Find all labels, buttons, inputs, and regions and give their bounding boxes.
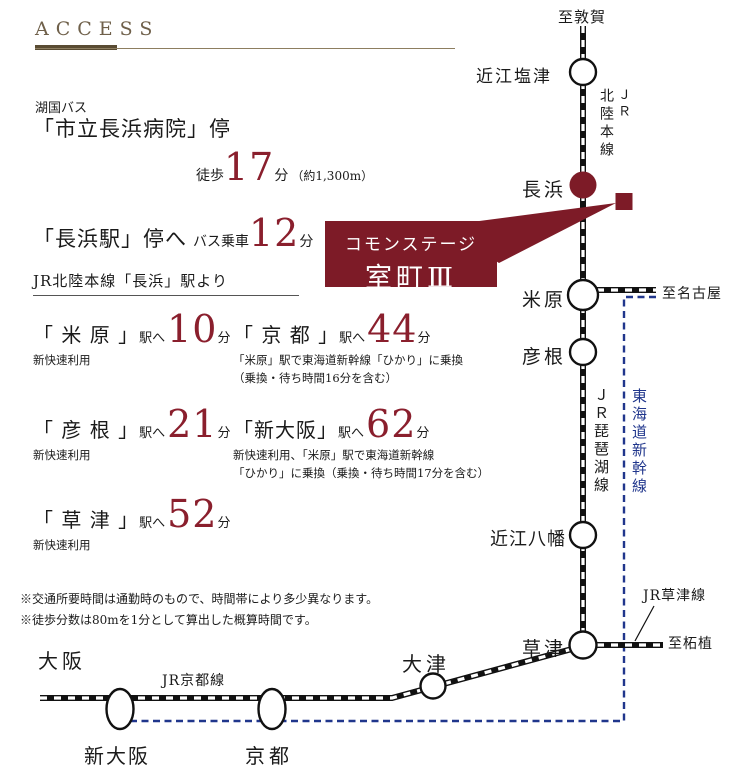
rail-from-heading: JR北陸本線「長浜」駅より xyxy=(33,272,229,290)
destination-maibara: 「 米 原 」 駅へ 10 分 新快速利用 xyxy=(33,310,230,370)
destination-station-name: 「新大阪」 xyxy=(233,418,338,442)
station-label-kyoto: 京都 xyxy=(245,744,293,768)
destination-kyoto: 「 京 都 」 駅へ 44 分 「米原」駅で東海道新幹線「ひかり」に乗換 （乗換… xyxy=(233,310,463,388)
direction-tsuge: 至柘植 xyxy=(668,636,713,652)
bus-ride-row: 「長浜駅」停へ バス乗車 12 分 xyxy=(33,214,313,253)
line-label-shinkansen: 東海道新幹線 xyxy=(630,388,648,496)
bus-company-label: 湖国バス xyxy=(35,101,88,116)
destination-unit: 分 xyxy=(217,516,231,531)
property-callout-name: 室町Ⅲ xyxy=(364,263,458,294)
station-marker-hikone xyxy=(568,337,598,367)
bus-ride-minutes: 12 xyxy=(249,211,300,255)
property-callout-brand: コモンステージ xyxy=(344,235,478,255)
station-marker-omi-shiozu xyxy=(568,57,598,87)
station-marker-otsu xyxy=(419,672,447,700)
destination-note: （乗換・待ち時間16分を含む） xyxy=(233,370,398,385)
destination-note: 新快速利用 xyxy=(33,448,91,462)
station-label-osaka: 大阪 xyxy=(38,649,86,673)
station-marker-shin-osaka xyxy=(105,687,135,731)
destination-station-name: 「 京 都 」 xyxy=(233,323,340,347)
destination-suffix: 駅へ xyxy=(139,516,166,531)
destination-note: 「ひかり」に乗換（乗換・待ち時間17分を含む） xyxy=(233,465,490,480)
shinkansen-line xyxy=(121,295,656,723)
kusatsu-line-label-leader xyxy=(634,605,655,642)
line-label-kyoto-line: JR京都線 xyxy=(162,673,226,689)
station-label-otsu: 大津 xyxy=(402,652,450,676)
destination-minutes: 10 xyxy=(167,307,218,351)
station-label-nagahama: 長浜 xyxy=(521,179,566,201)
destination-unit: 分 xyxy=(417,331,431,346)
walk-time-row: 徒歩 17 分 （約1,300m） xyxy=(196,148,373,186)
walk-minutes: 17 xyxy=(224,145,275,189)
destination-unit: 分 xyxy=(217,426,231,441)
title-underline-rule xyxy=(35,48,455,49)
destination-unit: 分 xyxy=(416,426,430,441)
destination-minutes: 44 xyxy=(367,307,418,351)
destination-suffix: 駅へ xyxy=(338,426,365,441)
bus-dest-stop: 「長浜駅」停へ xyxy=(33,227,187,251)
station-label-hikone: 彦根 xyxy=(521,346,566,368)
direction-tsuruga: 至敦賀 xyxy=(558,8,607,26)
direction-nagoya: 至名古屋 xyxy=(662,286,722,302)
station-label-maibara: 米原 xyxy=(521,289,566,311)
line-label-biwako: ＪＲ琵琶湖線 xyxy=(592,387,610,495)
destination-suffix: 駅へ xyxy=(139,331,166,346)
title-underline-bar xyxy=(35,45,117,50)
station-label-shin-osaka: 新大阪 xyxy=(84,744,150,768)
destination-minutes: 52 xyxy=(167,492,218,536)
station-marker-kusatsu xyxy=(568,630,598,660)
destination-station-name: 「 彦 根 」 xyxy=(33,418,140,442)
footnote-1: ※交通所要時間は通勤時のもので、時間帯により多少異なります。 xyxy=(20,592,379,606)
destination-note: 新快速利用 xyxy=(33,353,91,367)
station-label-omi-shiozu: 近江塩津 xyxy=(476,67,552,87)
railway-line-kyoto xyxy=(40,643,584,701)
destination-suffix: 駅へ xyxy=(339,331,366,346)
destination-kusatsu: 「 草 津 」 駅へ 52 分 新快速利用 xyxy=(33,495,230,555)
station-marker-kyoto xyxy=(257,687,287,731)
station-label-kusatsu: 草津 xyxy=(521,638,566,660)
footnote-2: ※徒歩分数は80mを1分として算出した概算時間です。 xyxy=(20,613,317,627)
station-marker-omi-hachiman xyxy=(568,520,598,550)
walk-distance-note: （約1,300m） xyxy=(291,169,374,183)
property-callout: コモンステージ 室町Ⅲ xyxy=(325,221,497,294)
destination-minutes: 62 xyxy=(366,402,417,446)
destination-unit: 分 xyxy=(217,331,231,346)
destination-station-name: 「 米 原 」 xyxy=(33,323,140,347)
walk-prefix: 徒歩 xyxy=(196,168,224,184)
bus-stop-name: 「市立長浜病院」停 xyxy=(33,117,231,141)
destination-note: 「米原」駅で東海道新幹線「ひかり」に乗換 xyxy=(233,353,463,367)
bus-ride-unit: 分 xyxy=(299,234,314,250)
line-label-jr: ＪＲ xyxy=(615,88,630,120)
walk-unit: 分 xyxy=(274,168,289,184)
destination-hikone: 「 彦 根 」 駅へ 21 分 新快速利用 xyxy=(33,405,230,465)
property-location-marker xyxy=(615,193,633,210)
line-label-kusatsu-line: JR草津線 xyxy=(643,588,707,604)
page-title: ACCESS xyxy=(35,18,160,40)
station-marker-nagahama xyxy=(569,171,597,199)
destination-note: 新快速利用 xyxy=(33,538,91,552)
destination-note: 新快速利用、「米原」駅で東海道新幹線 xyxy=(233,448,435,462)
destination-suffix: 駅へ xyxy=(139,426,166,441)
station-label-omi-hachiman: 近江八幡 xyxy=(490,529,566,550)
destination-station-name: 「 草 津 」 xyxy=(33,508,140,532)
line-label-hokuriku: 北陸本線 xyxy=(598,88,614,160)
destination-minutes: 21 xyxy=(167,402,218,446)
rail-from-underline xyxy=(33,295,299,296)
station-marker-maibara xyxy=(566,278,600,312)
destination-shin-osaka: 「新大阪」 駅へ 62 分 新快速利用、「米原」駅で東海道新幹線 「ひかり」に乗… xyxy=(233,405,489,483)
bus-ride-prefix: バス乗車 xyxy=(193,234,249,250)
